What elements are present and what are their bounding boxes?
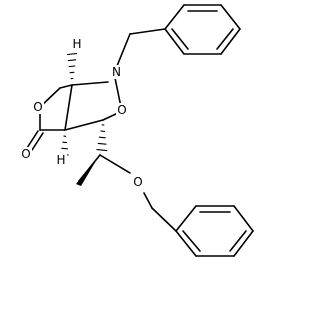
- bond-phenyl-bottom-inner-2: [229, 230, 247, 252]
- bond-o-c3: [102, 112, 119, 121]
- atom-ether-oxygen: O: [132, 175, 144, 189]
- hash-bond-c3-ch: [96, 124, 108, 152]
- bond-phenyl-bottom-3: [233, 205, 254, 232]
- svg-text:O: O: [21, 147, 30, 161]
- bond-phenyl-bottom-4: [233, 230, 254, 257]
- bond-phenyl-top-4: [220, 28, 241, 55]
- bond-phenyl-top-3: [220, 4, 241, 30]
- svg-text:O: O: [33, 100, 42, 114]
- bond-phenyl-bottom-6: [175, 230, 197, 257]
- bond-phenyl-bottom-1: [175, 205, 197, 232]
- atom-isoxazolidine-oxygen: O: [116, 103, 128, 117]
- atom-nitrogen: N: [110, 65, 123, 79]
- bond-c3a-c6a: [64, 84, 73, 131]
- svg-text:H: H: [72, 37, 81, 51]
- bond-ch-o-ether: [99, 154, 131, 174]
- atom-ring-oxygen: O: [32, 100, 44, 114]
- svg-text:H: H: [56, 153, 65, 167]
- bond-phenyl-top-1: [164, 4, 185, 30]
- wedge-bond-ch-methyl: [76, 154, 100, 186]
- bond-n-ch2: [116, 33, 131, 67]
- stereo-layer: [60, 53, 108, 186]
- bond-ch2-phenyl: [129, 28, 166, 35]
- bond-c6a-n: [71, 81, 109, 86]
- atom-stereo-h-top: H: [71, 37, 83, 51]
- atom-stereo-h-bottom: H: [55, 153, 67, 167]
- bond-co-double-2: [31, 132, 44, 151]
- bond-phenyl-top-inner-3: [171, 28, 189, 50]
- atom-carbonyl-oxygen: O: [20, 147, 32, 161]
- bond-phenyl-bottom-inner-3: [182, 230, 201, 252]
- bond-n-o: [114, 77, 122, 108]
- hash-bond-c6a-h: [66, 53, 78, 80]
- svg-text:O: O: [117, 103, 126, 117]
- bond-c6a-ch2: [59, 84, 73, 89]
- molecule-drawing: O O N O O H H: [20, 4, 254, 257]
- bond-phenyl-top-6: [164, 28, 185, 55]
- svg-text:N: N: [112, 65, 121, 79]
- structure-canvas: O O N O O H H: [20, 4, 254, 257]
- svg-text:O: O: [133, 175, 142, 189]
- bond-phenyl-top-inner-2: [216, 28, 234, 50]
- bond-co-double-1: [26, 130, 39, 149]
- bond-layer: [26, 4, 254, 257]
- bond-ch2-phenyl-bottom: [151, 207, 177, 232]
- bond-o-ch2: [143, 192, 153, 209]
- atom-label-layer: O O N O O H H: [20, 37, 144, 189]
- bond-c3-c3a: [64, 119, 104, 131]
